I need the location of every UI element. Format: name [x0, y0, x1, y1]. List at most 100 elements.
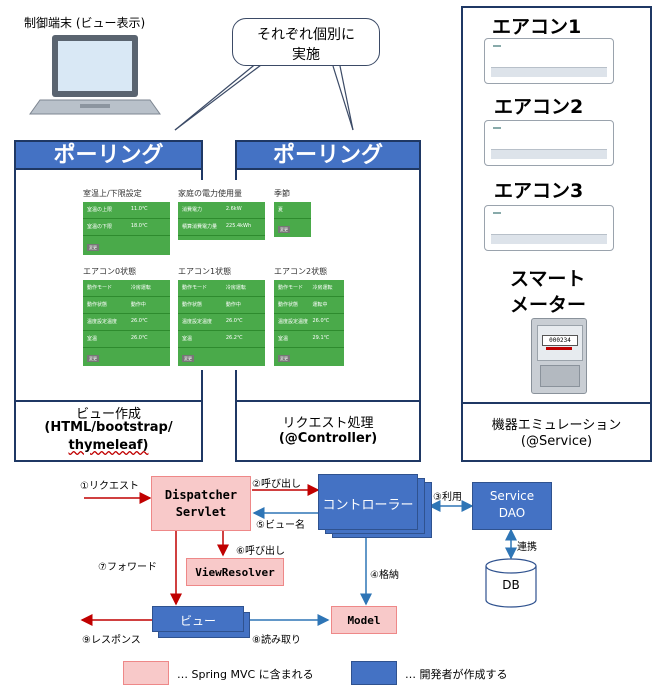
- device-label-meter-line2: メーター: [510, 294, 587, 316]
- model-box: Model: [331, 606, 397, 634]
- ac1-row-label: 室温: [182, 336, 193, 342]
- db-link-label: 連携: [517, 542, 537, 553]
- ac1-change-button[interactable]: 変更: [182, 355, 194, 362]
- ac0-row-label: 動作状態: [87, 302, 108, 308]
- device-label-ac2: エアコン2: [494, 96, 584, 118]
- ac2-row-label: 室温: [278, 336, 289, 342]
- ac0-row-label: 温度設定温度: [87, 319, 118, 325]
- ac1-row-label: 温度設定温度: [182, 319, 213, 325]
- power-title: 家庭の電力使用量: [178, 189, 242, 198]
- terminal-label: 制御端末 (ビュー表示): [24, 16, 146, 30]
- step-response-label: ⑨レスポンス: [82, 635, 141, 646]
- view-footer-line3: thymeleaf): [68, 438, 149, 453]
- legend-spring-swatch: [123, 661, 169, 685]
- controller-box: コントローラー: [318, 474, 418, 530]
- polling-header-left: ポーリング: [14, 140, 203, 170]
- callout-pointer-left: [174, 61, 259, 131]
- legend-spring-label: … Spring MVC に含まれる: [177, 668, 314, 681]
- temp-title: 室温上/下限設定: [83, 189, 142, 198]
- temp-upper-value: 11.0℃: [130, 206, 148, 212]
- service-dao-box: Service DAO: [472, 482, 552, 530]
- service-line2: DAO: [498, 506, 526, 520]
- power-now-value: 2.6kW: [225, 206, 242, 212]
- air-conditioner-icon: [484, 205, 614, 251]
- season-change-button[interactable]: 変更: [278, 226, 290, 233]
- ac0-row-value: 26.0℃: [130, 335, 148, 341]
- callout-pointer-right: [332, 65, 354, 131]
- meter-display: 000234: [542, 335, 578, 346]
- air-conditioner-icon: [484, 38, 614, 84]
- dispatcher-line2: Servlet: [175, 505, 227, 519]
- ac1-row-value: 26.0℃: [225, 318, 243, 324]
- view-footer-line2: (HTML/bootstrap/: [44, 420, 173, 435]
- devices-footer-line1: 機器エミュレーション: [491, 418, 622, 433]
- season-title: 季節: [274, 189, 290, 198]
- legend-developer-label: … 開発者が作成する: [405, 668, 508, 681]
- dispatcher-servlet-box: Dispatcher Servlet: [151, 476, 251, 531]
- db-label: DB: [502, 578, 520, 592]
- callout-line2: 実施: [292, 47, 320, 63]
- view-resolver-label: ViewResolver: [195, 566, 275, 579]
- power-panel: 消費電力 2.6kW 積算消費電力量 225.4kWh: [178, 202, 265, 240]
- ac2-title: エアコン2状態: [274, 267, 328, 276]
- ac0-row-label: 動作モード: [87, 285, 113, 291]
- ac1-row-label: 動作モード: [182, 285, 208, 291]
- view-resolver-box: ViewResolver: [186, 558, 284, 586]
- service-line1: Service: [489, 489, 535, 503]
- step-forward-label: ⑦フォワード: [98, 562, 157, 573]
- temp-upper-label: 室温の上限: [87, 207, 113, 213]
- power-total-label: 積算消費電力量: [182, 224, 218, 230]
- step-call-resolver-label: ⑥呼び出し: [236, 546, 285, 557]
- controller-footer-line2: (@Controller): [278, 431, 378, 446]
- air-conditioner-icon: [484, 120, 614, 166]
- ac2-row-label: 動作モード: [278, 285, 304, 291]
- controller-label: コントローラー: [322, 498, 414, 513]
- ac1-row-value: 冷房運転: [225, 285, 246, 291]
- dispatcher-line1: Dispatcher: [164, 488, 238, 502]
- temp-lower-label: 室温の下限: [87, 224, 113, 230]
- legend-developer-swatch: [351, 661, 397, 685]
- ac2-row-value: 26.0℃: [312, 318, 330, 324]
- devices-footer-line2: (@Service): [520, 434, 593, 449]
- step-request-label: ①リクエスト: [80, 481, 139, 492]
- device-label-ac1: エアコン1: [492, 16, 582, 38]
- ac2-change-button[interactable]: 変更: [278, 355, 290, 362]
- view-label: ビュー: [179, 614, 216, 628]
- season-panel: 夏 変更: [274, 202, 311, 237]
- step-read-label: ⑧読み取り: [252, 635, 301, 646]
- power-total-value: 225.4kWh: [225, 223, 252, 229]
- ac2-row-value: 29.1℃: [312, 335, 330, 341]
- power-now-label: 消費電力: [182, 207, 203, 213]
- ac0-change-button[interactable]: 変更: [87, 355, 99, 362]
- model-label: Model: [347, 614, 381, 627]
- temp-lower-value: 18.0℃: [130, 223, 148, 229]
- smart-meter-icon: 000234: [531, 318, 587, 394]
- step-view-name-label: ⑤ビュー名: [256, 520, 305, 531]
- ac2-row-label: 温度設定温度: [278, 319, 309, 325]
- ac0-title: エアコン0状態: [83, 267, 137, 276]
- temp-change-button[interactable]: 変更: [87, 244, 99, 251]
- ac1-row-value: 26.2℃: [225, 335, 243, 341]
- ac0-row-label: 室温: [87, 336, 98, 342]
- polling-header-right: ポーリング: [235, 140, 421, 170]
- devices-footer-box: [461, 402, 652, 462]
- view-footer-line1: ビュー作成: [75, 407, 141, 422]
- ac1-row-label: 動作状態: [182, 302, 203, 308]
- dashboard-preview: 室温上/下限設定 室温の上限 11.0℃ 室温の下限 18.0℃ 変更 家庭の電力使…: [78, 180, 348, 370]
- step-store-label: ④格納: [370, 570, 399, 581]
- step-use-label: ③利用: [433, 492, 462, 503]
- view-box: ビュー: [152, 606, 244, 632]
- view-footer-box: [14, 400, 203, 462]
- controller-footer-box: [235, 400, 421, 462]
- ac2-row-value: 運転中: [312, 302, 328, 308]
- ac0-row-value: 冷房運転: [130, 285, 151, 291]
- controller-footer-line1: リクエスト処理: [282, 416, 374, 431]
- step-call-label: ②呼び出し: [252, 479, 301, 490]
- callout-line1: それぞれ個別に: [257, 27, 355, 43]
- ac0-row-value: 26.0℃: [130, 318, 148, 324]
- temp-panel: 室温の上限 11.0℃ 室温の下限 18.0℃ 変更: [83, 202, 170, 255]
